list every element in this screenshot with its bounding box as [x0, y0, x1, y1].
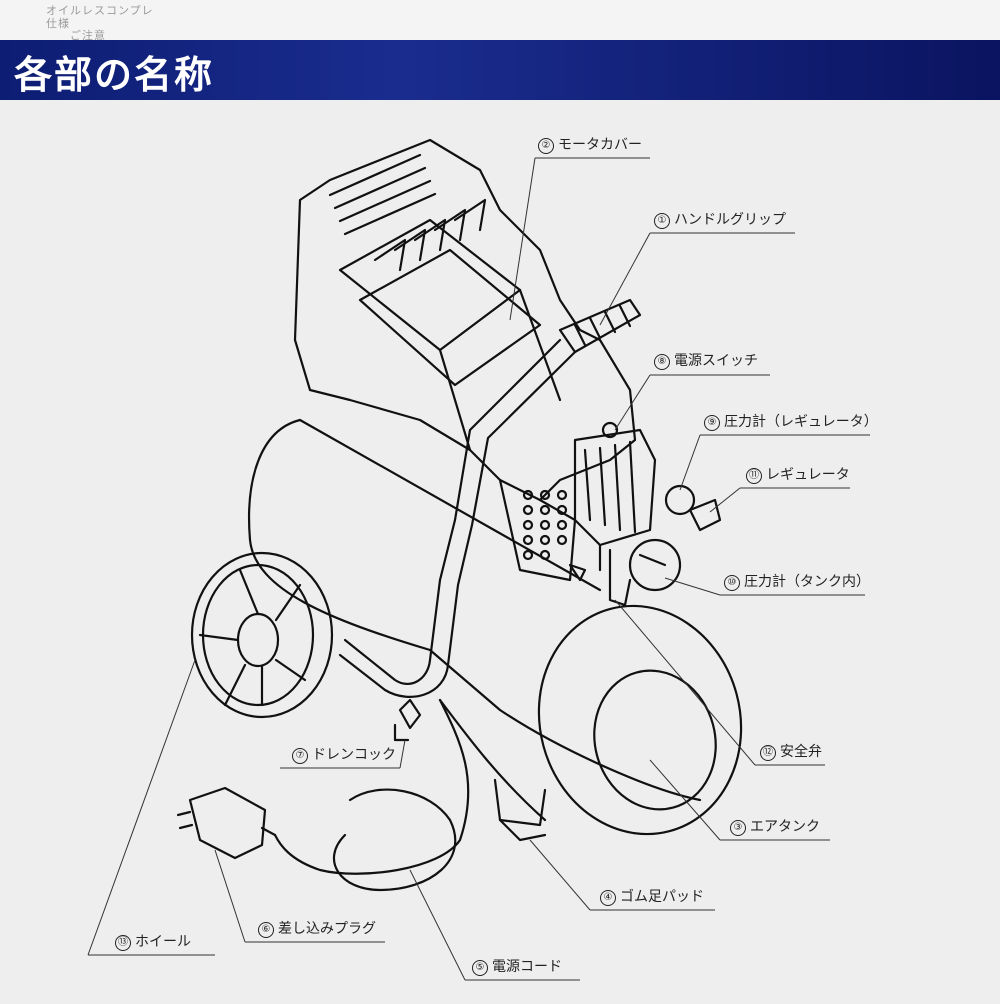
title-banner: 各部の名称 [0, 40, 1000, 100]
fragment-text: オイルレスコンプレ [46, 4, 154, 17]
compressor-illustration [87, 138, 870, 981]
page-title: 各部の名称 [14, 52, 215, 97]
previous-page-strip: オイルレスコンプレ 仕様 ご注意 [0, 0, 1000, 40]
fragment-text: 仕様 [46, 17, 70, 30]
fragment-text: ご注意 [70, 29, 106, 40]
